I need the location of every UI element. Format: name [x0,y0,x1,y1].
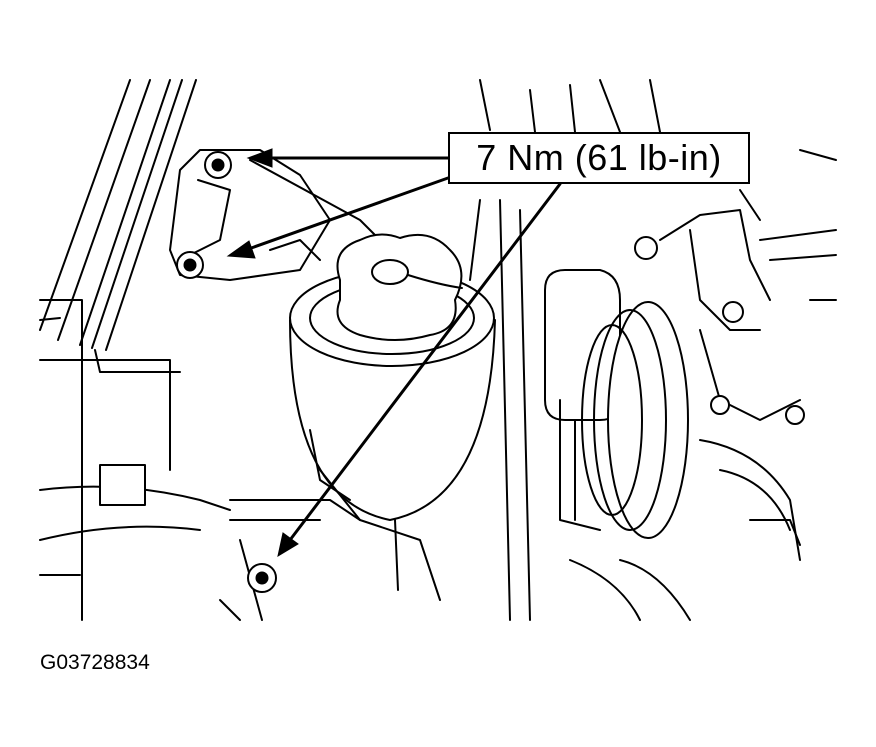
reservoir-cap-icon [336,233,463,341]
lower-left-hose [39,464,361,621]
torque-callout-label: 7 Nm (61 lb-in) [448,132,750,184]
torque-leader-arrows [226,148,562,558]
pump-pulley-icon [544,209,805,539]
right-hoses [569,149,837,621]
figure-code: G03728834 [40,651,150,674]
upper-bracket [169,149,381,281]
left-frame-rails [39,79,197,621]
top-structure [469,79,761,621]
